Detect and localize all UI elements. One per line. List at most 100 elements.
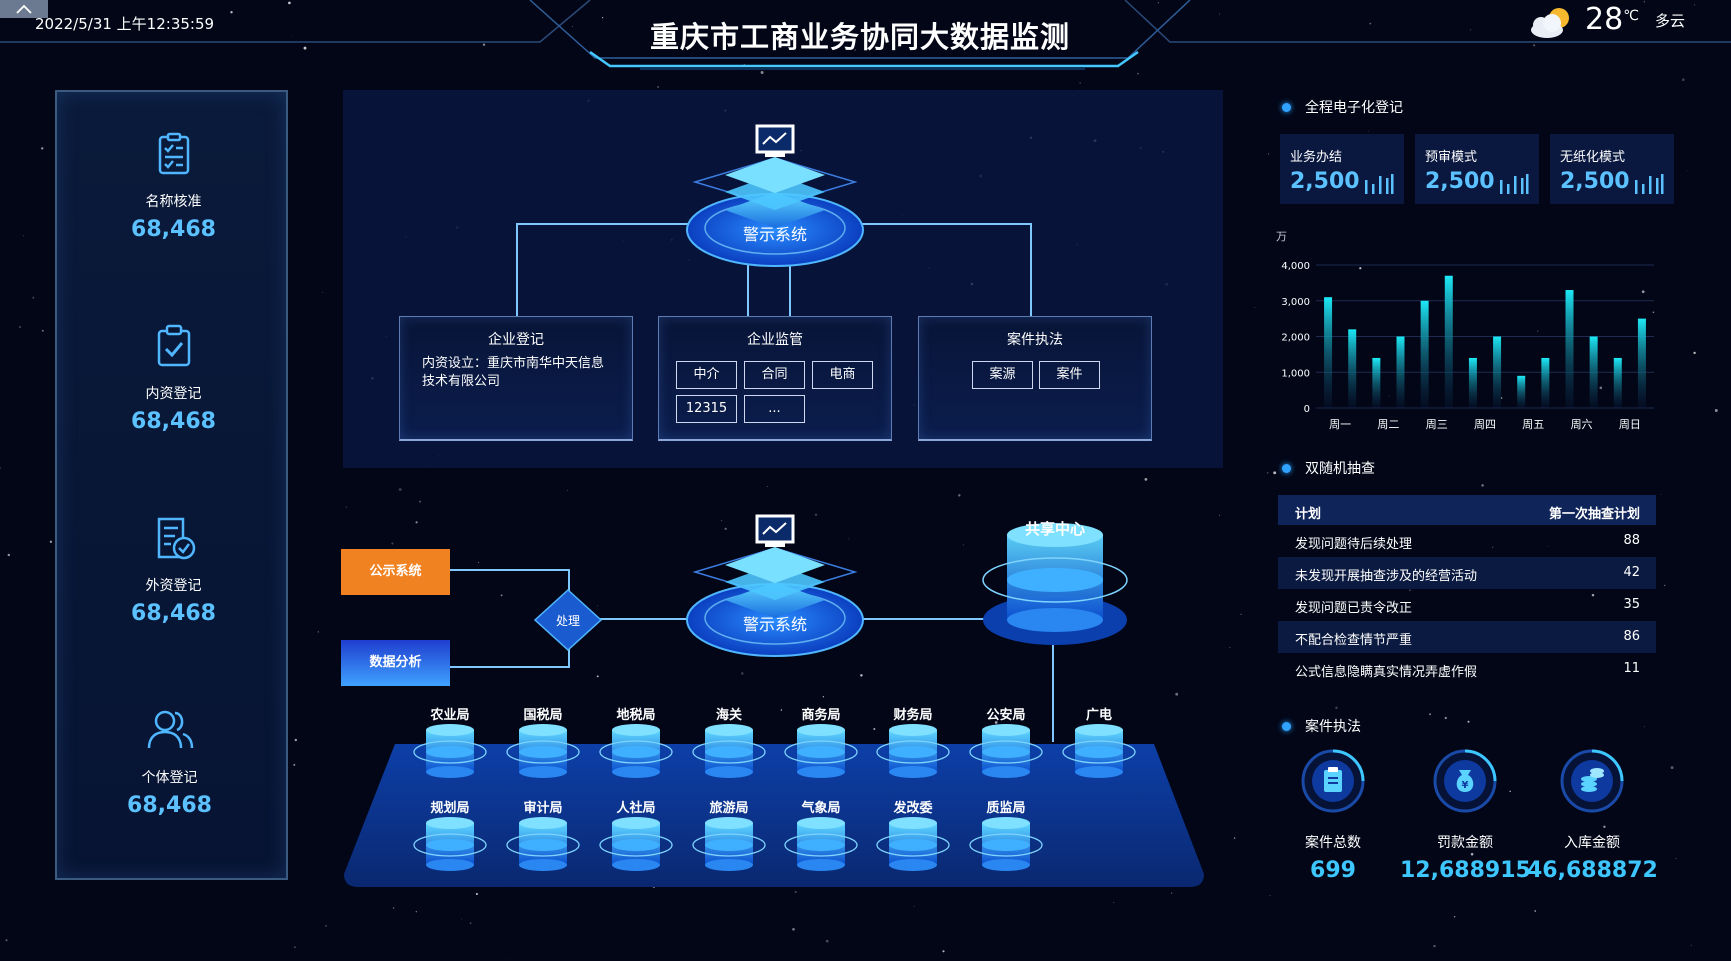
chart-bar: [1420, 300, 1429, 408]
database-icon: [506, 817, 580, 871]
weekly-bar-chart: 万01,0002,0003,0004,000周一周二周三周四周五周六周日: [1276, 230, 1654, 431]
row-label: 不配合检查情节严重: [1295, 633, 1413, 648]
case-total[interactable]: 案件总数 699: [1273, 748, 1393, 883]
bureau-r1-4[interactable]: 商务局: [781, 704, 861, 794]
chart-bar: [1637, 318, 1646, 408]
tag-12315[interactable]: 12315: [676, 395, 737, 423]
bureau-label: 国税局: [523, 708, 563, 723]
row-label: 发现问题待后续处理: [1295, 537, 1413, 552]
kpi-paperless-mode[interactable]: 无纸化模式 2,500: [1550, 134, 1674, 204]
registration-text: 内资设立：重庆市南华中天信息技术有限公司: [422, 356, 605, 389]
data-analysis-button[interactable]: 数据分析: [341, 640, 450, 686]
enterprise-supervision-box[interactable]: 企业监管 中介 合同 电商 12315 ...: [658, 316, 892, 441]
stat-name-approval[interactable]: 名称核准 68,468: [57, 129, 290, 242]
process-label: 处理: [556, 614, 580, 628]
stat-value: 68,468: [131, 601, 216, 626]
bureau-r1-1[interactable]: 国税局: [503, 704, 583, 794]
collapse-button[interactable]: [0, 0, 48, 18]
stat-value: 68,468: [131, 217, 216, 242]
y-tick-label: 2,000: [1281, 333, 1310, 344]
tag-ecommerce[interactable]: 电商: [812, 361, 873, 389]
kpi-label: 无纸化模式: [1560, 150, 1626, 165]
case-label: 罚款金额: [1437, 835, 1493, 851]
bureau-r2-6[interactable]: 质监局: [966, 797, 1046, 887]
x-tick-label: 周三: [1426, 418, 1448, 431]
stat-individual-registration[interactable]: 个体登记 68,468: [53, 705, 286, 818]
chart-bar: [1589, 336, 1598, 408]
tag-contract[interactable]: 合同: [744, 361, 805, 389]
kpi-pre-review-mode[interactable]: 预审模式 2,500: [1415, 134, 1539, 204]
row-value: 11: [1623, 661, 1640, 676]
case-value: 46,688872: [1527, 858, 1658, 883]
tag-agency[interactable]: 中介: [676, 361, 737, 389]
bureau-r1-6[interactable]: 公安局: [966, 704, 1046, 794]
x-tick-label: 周日: [1619, 418, 1641, 431]
case-label: 案件总数: [1305, 835, 1361, 851]
bureau-r1-0[interactable]: 农业局: [410, 704, 490, 794]
case-label: 入库金额: [1564, 835, 1620, 851]
enterprise-registration-box[interactable]: 企业登记 内资设立：重庆市南华中天信息技术有限公司: [399, 316, 633, 441]
stat-domestic-registration[interactable]: 内资登记 68,468: [57, 321, 290, 434]
bar-chart-icon: [1635, 174, 1664, 194]
chart-bar: [1565, 290, 1574, 408]
header-first-plan: 第一次抽查计划: [1548, 507, 1640, 522]
case-value: 699: [1310, 858, 1356, 883]
coins-icon: [1560, 749, 1624, 813]
bureau-r2-2[interactable]: 人社局: [596, 797, 676, 887]
bureau-r2-0[interactable]: 规划局: [410, 797, 490, 887]
database-icon: [784, 724, 858, 778]
cloud-sun-icon: [1531, 8, 1569, 38]
row-value: 42: [1623, 565, 1640, 580]
bar-chart-icon: [1500, 174, 1529, 194]
x-tick-label: 周四: [1474, 418, 1496, 431]
bullet-dot: [1282, 103, 1291, 112]
chart-bar: [1493, 336, 1502, 408]
tag-case[interactable]: 案件: [1039, 361, 1100, 389]
stat-value: 68,468: [131, 409, 216, 434]
bureau-label: 地税局: [616, 708, 656, 723]
chevron-up-icon: [16, 4, 32, 14]
bureau-label: 审计局: [523, 801, 563, 816]
share-center-database: 共享中心: [982, 520, 1128, 645]
clipboard-icon: [1301, 749, 1365, 813]
tag-more[interactable]: ...: [744, 395, 805, 423]
row-value: 88: [1623, 533, 1640, 548]
bureau-r1-2[interactable]: 地税局: [596, 704, 676, 794]
bureau-r2-3[interactable]: 旅游局: [689, 797, 769, 887]
tag-case-source[interactable]: 案源: [972, 361, 1033, 389]
chart-bar: [1541, 357, 1550, 408]
publicity-system-button[interactable]: 公示系统: [341, 549, 450, 595]
bureau-r2-5[interactable]: 发改委: [873, 797, 953, 887]
database-icon: [1062, 724, 1136, 778]
stat-label: 个体登记: [141, 770, 198, 786]
system-label: 警示系统: [743, 225, 807, 244]
row-label: 发现问题已责令改正: [1295, 601, 1413, 616]
section-title: 案件执法: [1305, 719, 1361, 735]
case-storage-amount[interactable]: 入库金额 46,688872: [1527, 748, 1658, 883]
bureau-r1-3[interactable]: 海关: [689, 704, 769, 794]
weather-desc: 多云: [1655, 12, 1686, 30]
database-icon: [876, 817, 950, 871]
case-enforcement-box[interactable]: 案件执法 案源 案件: [918, 316, 1152, 441]
warning-system-server-top: 警示系统: [686, 124, 864, 267]
database-icon: [506, 724, 580, 778]
table-row[interactable]: 发现问题待后续处理 88: [1278, 525, 1656, 557]
users-icon: [147, 710, 193, 749]
bureau-label: 质监局: [986, 801, 1026, 816]
case-fine-amount[interactable]: ¥ 罚款金额 12,688915: [1400, 748, 1531, 883]
stat-foreign-registration[interactable]: 外资登记 68,468: [57, 513, 290, 626]
bureau-label: 气象局: [801, 801, 841, 816]
bureau-r2-4[interactable]: 气象局: [781, 797, 861, 887]
bureau-r1-7[interactable]: 广电: [1059, 704, 1139, 794]
bureau-r1-5[interactable]: 财务局: [873, 704, 953, 794]
kpi-business-completed[interactable]: 业务办结 2,500: [1280, 134, 1404, 204]
box-title: 案件执法: [1007, 332, 1063, 348]
bureau-label: 财务局: [893, 708, 933, 723]
bureau-r2-1[interactable]: 审计局: [503, 797, 583, 887]
chart-bar: [1372, 357, 1381, 408]
